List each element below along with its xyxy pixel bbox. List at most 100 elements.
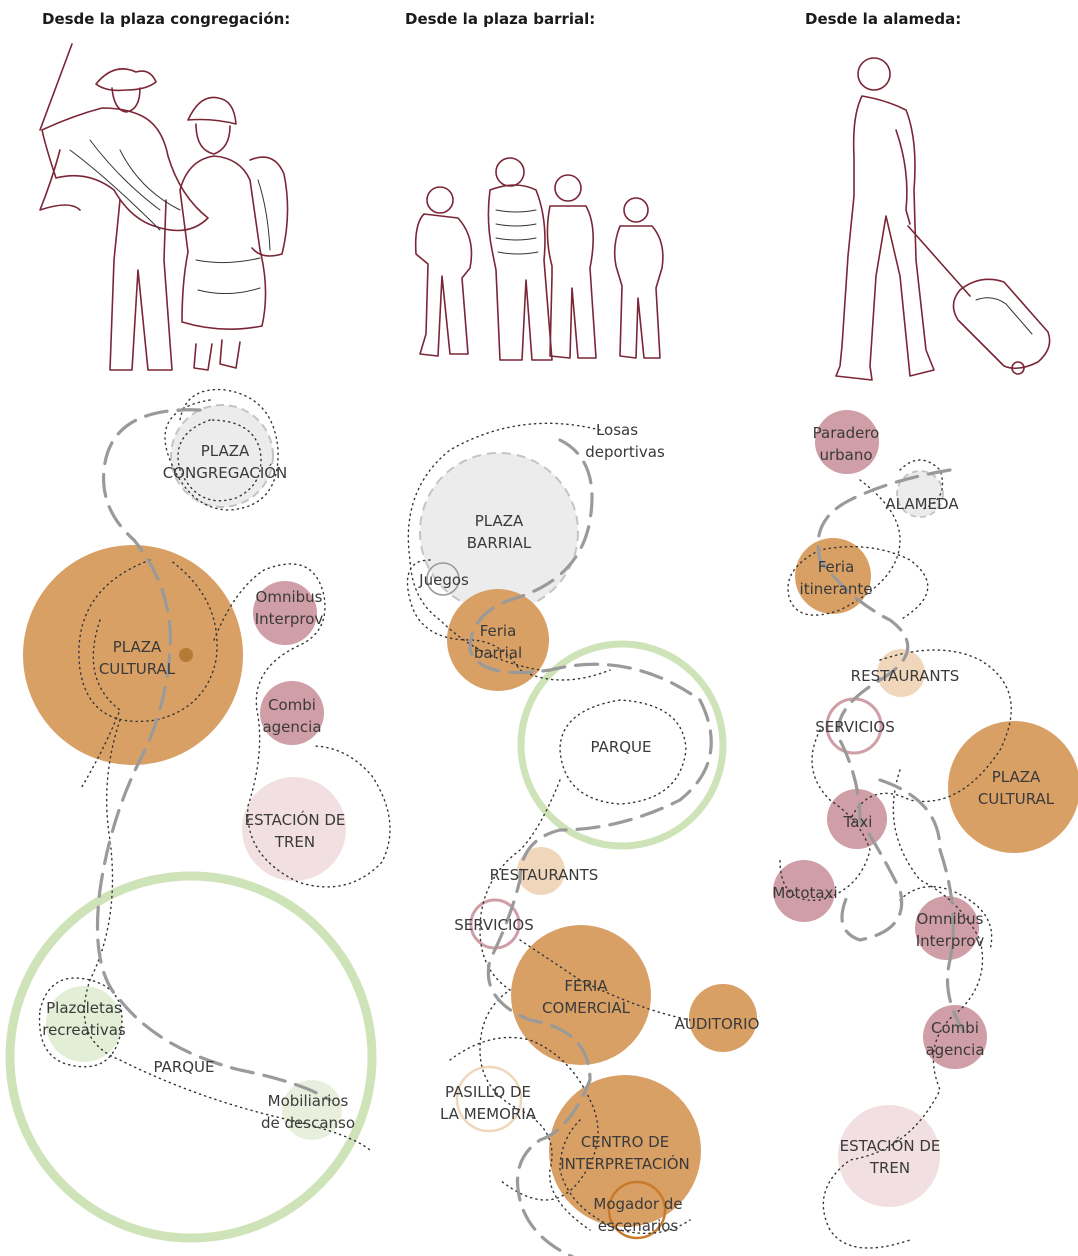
feria-barrial-bubble <box>447 589 549 691</box>
label-juegos: Juegos <box>418 571 469 589</box>
svg-text:Interprov: Interprov <box>916 932 985 950</box>
svg-text:Mobiliarios: Mobiliarios <box>268 1092 349 1110</box>
estacion-bubble <box>838 1105 940 1207</box>
estacion-bubble <box>242 777 346 881</box>
svg-text:PLAZA: PLAZA <box>992 768 1041 786</box>
restaurants-bubble <box>877 649 925 697</box>
svg-text:agencia: agencia <box>925 1041 984 1059</box>
label-feria-comercial: FERIA COMERCIAL <box>542 977 631 1017</box>
label-omnibus: Omnibus Interprov <box>916 910 985 950</box>
paradero-bubble <box>815 410 879 474</box>
svg-text:CULTURAL: CULTURAL <box>978 790 1055 808</box>
label-mototaxi: Mototaxi <box>772 884 837 902</box>
svg-text:Combi: Combi <box>268 696 316 714</box>
svg-text:FERIA: FERIA <box>564 977 608 995</box>
column-title-alameda: Desde la alameda: <box>805 10 961 28</box>
plaza-cultural-marker <box>179 648 193 662</box>
auditorio-bubble <box>689 984 757 1052</box>
label-plaza-cultural: PLAZA CULTURAL <box>99 638 176 678</box>
parque-ring <box>517 640 727 850</box>
plazoletas-bubble <box>46 986 122 1062</box>
restaurants-bubble <box>517 847 565 895</box>
svg-text:ESTACIÓN DE: ESTACIÓN DE <box>245 810 346 829</box>
label-estacion: ESTACIÓN DE TREN <box>245 810 346 851</box>
omnibus-bubble <box>253 581 317 645</box>
svg-text:COMERCIAL: COMERCIAL <box>542 999 631 1017</box>
label-estacion: ESTACIÓN DE TREN <box>840 1136 941 1177</box>
plaza-cultural-bubble <box>23 545 243 765</box>
centro-bubble <box>549 1075 701 1227</box>
juegos-bubble <box>426 562 460 596</box>
couple-with-poncho-illustration <box>39 43 289 371</box>
svg-text:recreativas: recreativas <box>42 1021 126 1039</box>
svg-text:PLAZA: PLAZA <box>113 638 162 656</box>
column-title-plaza-congregacion: Desde la plaza congregación: <box>42 10 290 28</box>
label-plaza-congregacion: PLAZA CONGREGACIÓN <box>163 442 288 482</box>
svg-text:Paradero: Paradero <box>813 424 880 442</box>
label-plaza-cultural: PLAZA CULTURAL <box>978 768 1055 808</box>
svg-text:Losas: Losas <box>596 421 638 439</box>
label-restaurants: RESTAURANTS <box>851 667 960 685</box>
svg-text:PLAZA: PLAZA <box>475 512 524 530</box>
plaza-cultural-bubble <box>948 721 1078 853</box>
label-paradero: Paradero urbano <box>813 424 880 464</box>
label-auditorio: AUDITORIO <box>675 1015 760 1033</box>
label-taxi: Taxi <box>843 813 873 831</box>
svg-text:CULTURAL: CULTURAL <box>99 660 176 678</box>
alameda-bubble <box>896 470 944 518</box>
pasillo-bubble <box>455 1065 523 1133</box>
label-servicios: SERVICIOS <box>454 916 534 934</box>
label-parque: PARQUE <box>590 738 651 756</box>
svg-text:BARRIAL: BARRIAL <box>467 534 532 552</box>
label-omnibus: Omnibus Interprov <box>255 588 324 628</box>
svg-text:TREN: TREN <box>869 1159 910 1177</box>
svg-text:Mogador de: Mogador de <box>593 1195 682 1213</box>
svg-text:Plazoletas: Plazoletas <box>46 999 122 1017</box>
svg-text:Omnibus: Omnibus <box>256 588 323 606</box>
svg-text:CONGREGACIÓN: CONGREGACIÓN <box>163 463 288 482</box>
label-combi: Combi agencia <box>925 1019 984 1059</box>
svg-text:deportivas: deportivas <box>585 443 665 461</box>
column-3-diagram: Paradero urbano ALAMEDA Feria itinerante… <box>772 410 1078 1249</box>
svg-text:TREN: TREN <box>274 833 315 851</box>
label-combi: Combi agencia <box>262 696 321 736</box>
label-centro: CENTRO DE INTERPRETACIÓN <box>560 1133 690 1173</box>
svg-text:CENTRO DE: CENTRO DE <box>581 1133 669 1151</box>
svg-text:itinerante: itinerante <box>800 580 873 598</box>
svg-text:PASILLO DE: PASILLO DE <box>445 1083 531 1101</box>
label-mogador: Mogador de escenarios <box>593 1195 682 1235</box>
label-feria-itinerante: Feria itinerante <box>800 558 873 598</box>
svg-text:ESTACIÓN DE: ESTACIÓN DE <box>840 1136 941 1155</box>
mototaxi-bubble <box>773 860 835 922</box>
children-group-illustration <box>414 157 664 361</box>
label-alameda: ALAMEDA <box>885 495 959 513</box>
svg-text:INTERPRETACIÓN: INTERPRETACIÓN <box>560 1154 690 1173</box>
mogador-bubble <box>607 1180 667 1240</box>
label-losas: Losas deportivas <box>585 421 665 461</box>
svg-text:de descanso: de descanso <box>261 1114 355 1132</box>
taxi-bubble <box>827 789 887 849</box>
svg-text:Combi: Combi <box>931 1019 979 1037</box>
svg-text:Omnibus: Omnibus <box>917 910 984 928</box>
column-2-diagram: Losas deportivas PLAZA BARRIAL Juegos Fe… <box>406 421 760 1256</box>
svg-text:Feria: Feria <box>480 622 517 640</box>
label-servicios: SERVICIOS <box>815 718 895 736</box>
label-pasillo: PASILLO DE LA MEMORIA <box>440 1083 537 1123</box>
svg-text:urbano: urbano <box>819 446 872 464</box>
omnibus-bubble <box>915 896 979 960</box>
svg-text:agencia: agencia <box>262 718 321 736</box>
svg-text:barrial: barrial <box>474 644 522 662</box>
svg-text:Interprov: Interprov <box>255 610 324 628</box>
traveler-with-suitcase-illustration <box>835 57 1051 381</box>
label-restaurants: RESTAURANTS <box>490 866 599 884</box>
label-parque: PARQUE <box>153 1058 214 1076</box>
column-1-diagram: PLAZA CONGREGACIÓN PLAZA CULTURAL Omnibu… <box>5 388 391 1243</box>
label-feria-barrial: Feria barrial <box>474 622 522 662</box>
svg-text:Feria: Feria <box>818 558 855 576</box>
svg-text:escenarios: escenarios <box>598 1217 679 1235</box>
combi-bubble <box>260 681 324 745</box>
mobiliarios-bubble <box>282 1080 342 1140</box>
combi-bubble <box>923 1005 987 1069</box>
svg-text:LA MEMORIA: LA MEMORIA <box>440 1105 537 1123</box>
